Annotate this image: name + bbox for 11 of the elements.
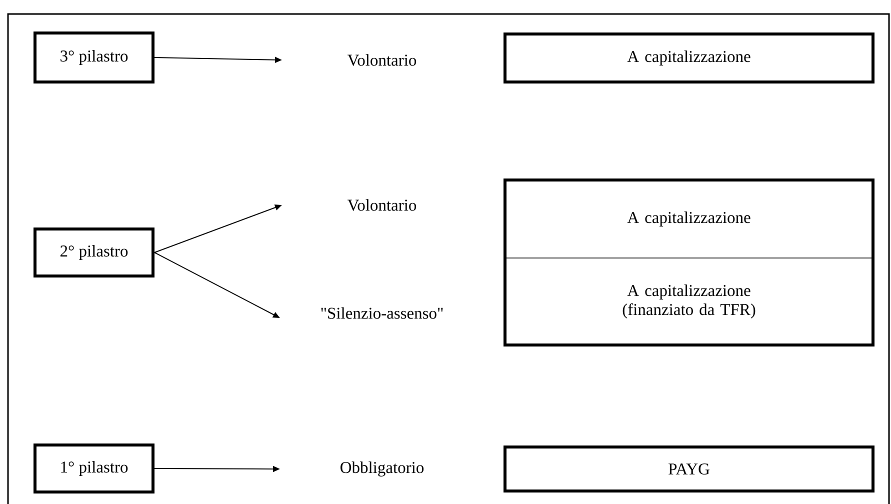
pillar-box: 2° pilastro: [34, 228, 154, 278]
pillar-box: 3° pilastro: [34, 32, 154, 84]
table-cell: PAYG: [504, 446, 874, 492]
option-label: Volontario: [348, 54, 416, 66]
table-cell: A capitalizzazione: [504, 32, 874, 84]
option-label: Volontario: [348, 199, 416, 211]
option-label: "Silenzio-assenso": [321, 307, 443, 319]
option-label: Obbligatorio: [340, 462, 424, 476]
pillar-box: 1° pilastro: [34, 444, 154, 494]
table-cell: A capitalizzazione (finanziato da TFR): [504, 258, 874, 346]
table-cell: A capitalizzazione: [504, 178, 874, 258]
